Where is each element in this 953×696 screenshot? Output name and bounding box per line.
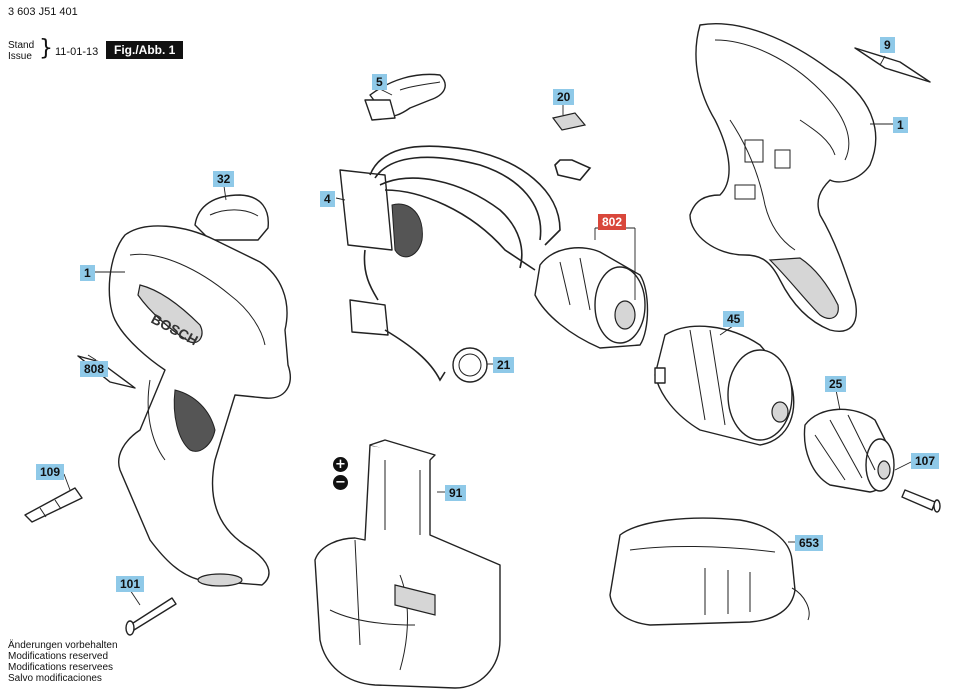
disc-21: [452, 347, 488, 383]
callout-109: 109: [36, 464, 65, 480]
modifications-notice: Änderungen vorbehalten Modifications res…: [8, 640, 118, 684]
motor-802: [534, 227, 649, 349]
top-insert-32: [194, 194, 269, 241]
callout-1-right: 1: [893, 117, 908, 133]
battery-91: [314, 439, 501, 689]
small-board-20: [551, 112, 587, 131]
figure-label: Fig./Abb. 1: [106, 41, 184, 59]
footer-line-en: Modifications reserved: [8, 651, 109, 662]
switch-assembly-4: [339, 145, 592, 382]
charger-653: [609, 517, 810, 626]
label-strip-9: [854, 47, 931, 83]
plus-sign-icon: +: [333, 457, 348, 472]
issue-date: 11-01-13: [55, 46, 99, 58]
switch-button-5: [364, 73, 446, 121]
issue-label: Issue: [8, 51, 32, 62]
footer-line-fr: Modifications reservees: [8, 662, 114, 673]
callout-4: 4: [320, 191, 335, 207]
right-housing-half: [689, 23, 877, 332]
stand-label: Stand: [8, 40, 35, 51]
callout-1-left: 1: [80, 265, 95, 281]
callout-91: 91: [445, 485, 467, 501]
chuck-sleeve-25: [803, 408, 895, 493]
callout-5: 5: [372, 74, 387, 90]
leader-lines: [63, 55, 912, 606]
callout-32: 32: [213, 171, 235, 187]
footer-line-de: Änderungen vorbehalten: [8, 640, 118, 651]
left-housing-half: BOSCH: [108, 225, 291, 587]
callout-101: 101: [116, 576, 145, 592]
callout-653: 653: [795, 535, 824, 551]
gearbox-45: [654, 325, 795, 446]
minus-sign-icon: −: [333, 475, 348, 490]
screwdriver-bit-109: [24, 487, 83, 523]
callout-802: 802: [598, 214, 627, 230]
screw-101: [125, 597, 177, 636]
callout-107: 107: [911, 453, 940, 469]
brace-icon: }: [39, 36, 53, 61]
footer-line-es: Salvo modificaciones: [8, 673, 102, 684]
stand-issue-label: Stand Issue: [8, 40, 34, 62]
document-number: 3 603 J51 401: [8, 6, 78, 18]
callout-9: 9: [880, 37, 895, 53]
callout-808: 808: [80, 361, 109, 377]
screw-107: [901, 489, 941, 513]
callout-45: 45: [723, 311, 745, 327]
callout-21: 21: [493, 357, 515, 373]
callout-20: 20: [553, 89, 575, 105]
callout-25: 25: [825, 376, 847, 392]
